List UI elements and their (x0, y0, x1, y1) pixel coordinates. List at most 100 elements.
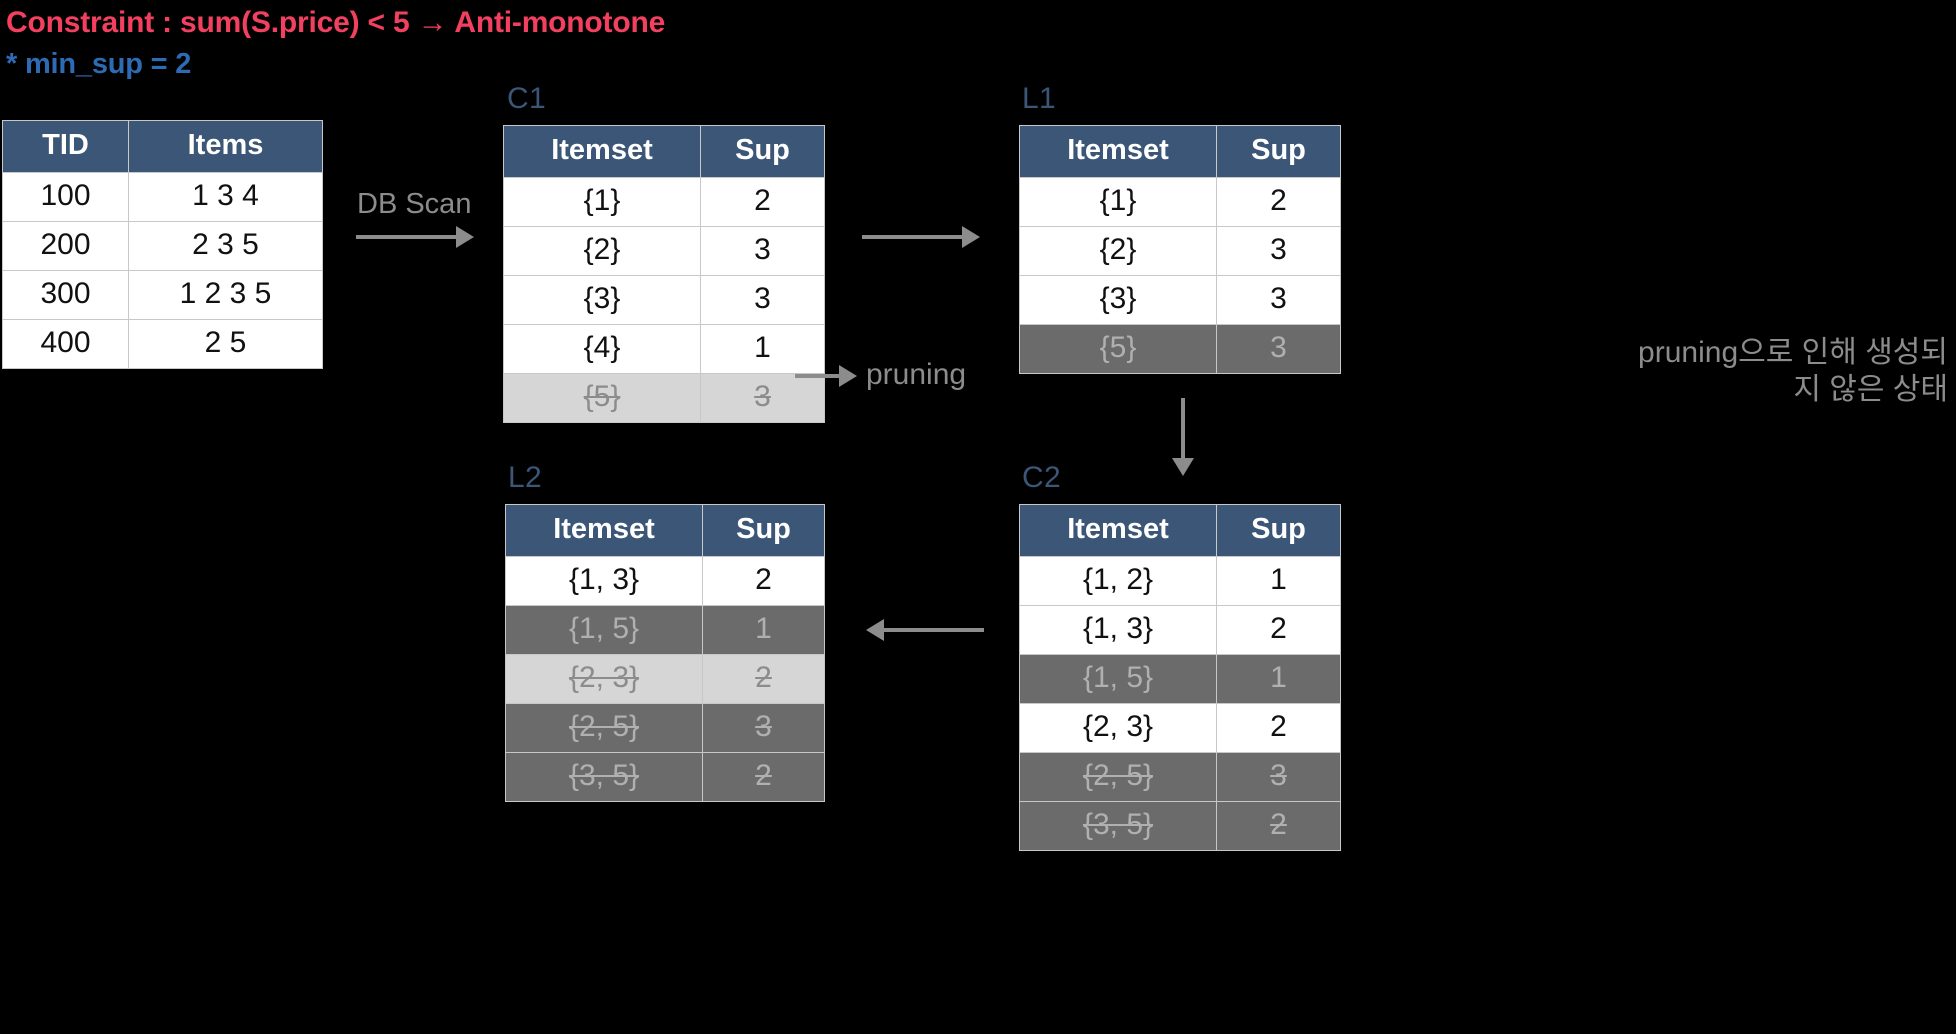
arrow-head (866, 619, 884, 641)
table-cell: 2 (1216, 703, 1341, 753)
constraint-note: Constraint : sum(S.price) < 5 → Anti-mon… (6, 6, 666, 39)
column-header-tid: TID (2, 120, 129, 173)
table-cell: {4} (503, 324, 701, 374)
table-cell: {2} (1019, 226, 1217, 276)
table-cell: {1} (1019, 177, 1217, 227)
table-cell: {2, 5} (505, 703, 703, 753)
table-cell: {1} (503, 177, 701, 227)
table-cell: 1 2 3 5 (128, 270, 323, 320)
table-cell: 2 (1216, 801, 1341, 851)
table-row: {1}2 (1019, 177, 1341, 227)
table-row: {3, 5}2 (505, 752, 825, 802)
table-cell: {5} (503, 373, 701, 423)
db-scan-arrow-icon (356, 222, 474, 252)
table-row: {2, 5}3 (1019, 752, 1341, 802)
table-row: {1, 3}2 (505, 556, 825, 606)
table-row: {2}3 (503, 226, 825, 276)
arrow-head (962, 226, 980, 248)
table-cell: {2, 3} (505, 654, 703, 704)
table-row: {3}3 (1019, 275, 1341, 325)
table-row: {3}3 (503, 275, 825, 325)
table-row: {2}3 (1019, 226, 1341, 276)
table-cell: 2 (702, 752, 825, 802)
table-cell: 2 (1216, 177, 1341, 227)
arrow-shaft (356, 235, 460, 239)
table-cell: 1 3 4 (128, 172, 323, 222)
table-row: {5}3 (1019, 324, 1341, 374)
l1-caption: L1 (1022, 82, 1056, 115)
c1-to-l1-arrow-icon (862, 222, 980, 252)
table-cell: 3 (700, 275, 825, 325)
table-cell: {1, 2} (1019, 556, 1217, 606)
table-cell: 3 (702, 703, 825, 753)
table-row: {1}2 (503, 177, 825, 227)
table-cell: 200 (2, 221, 129, 271)
column-header-sup: Sup (1216, 504, 1341, 557)
table-cell: 1 (1216, 556, 1341, 606)
arrow-head (839, 365, 857, 387)
table-cell: {1, 5} (505, 605, 703, 655)
table-cell: 2 (702, 556, 825, 606)
table-cell: 3 (700, 226, 825, 276)
c1-caption: C1 (507, 82, 546, 115)
table-cell: 3 (1216, 275, 1341, 325)
arrow-shaft (795, 374, 843, 378)
arrow-head (456, 226, 474, 248)
pruning-arrow-icon (795, 362, 857, 390)
table-row: {3, 5}2 (1019, 801, 1341, 851)
table-cell: 2 5 (128, 319, 323, 369)
column-header-itemset: Itemset (503, 125, 701, 178)
table-cell: 2 (1216, 605, 1341, 655)
table-cell: 3 (700, 373, 825, 423)
c2-to-l2-arrow-icon (866, 615, 984, 645)
arrow-shaft (880, 628, 984, 632)
arrow-shaft (1181, 398, 1185, 462)
table-cell: 100 (2, 172, 129, 222)
column-header-itemset: Itemset (1019, 504, 1217, 557)
table-cell: {3} (1019, 275, 1217, 325)
table-cell: 2 (700, 177, 825, 227)
table-row: {5}3 (503, 373, 825, 423)
table-cell: {3, 5} (505, 752, 703, 802)
table-cell: 2 3 5 (128, 221, 323, 271)
c2-caption: C2 (1022, 461, 1061, 494)
pruning-explanation-note: pruning으로 인해 생성되지 않은 상태 (1638, 336, 1948, 406)
pruning-label: pruning (866, 358, 967, 391)
l2-caption: L2 (508, 461, 542, 494)
table-cell: 3 (1216, 324, 1341, 374)
table-row: {1, 2}1 (1019, 556, 1341, 606)
table-row: {4}1 (503, 324, 825, 374)
table-cell: 1 (702, 605, 825, 655)
arrow-shaft (862, 235, 966, 239)
table-cell: {2, 5} (1019, 752, 1217, 802)
min-support-note: * min_sup = 2 (6, 48, 192, 80)
table-row: {1, 5}1 (1019, 654, 1341, 704)
db-scan-label: DB Scan (357, 188, 472, 220)
table-cell: {3} (503, 275, 701, 325)
table-cell: 3 (1216, 226, 1341, 276)
table-row: {1, 3}2 (1019, 605, 1341, 655)
table-row: {1, 5}1 (505, 605, 825, 655)
table-cell: {1, 3} (505, 556, 703, 606)
table-cell: 3 (1216, 752, 1341, 802)
l1-to-c2-arrow-icon (1168, 398, 1198, 476)
table-cell: {3, 5} (1019, 801, 1217, 851)
table-cell: 1 (1216, 654, 1341, 704)
column-header-items: Items (128, 120, 323, 173)
table-cell: {1, 5} (1019, 654, 1217, 704)
table-cell: 300 (2, 270, 129, 320)
table-cell: 400 (2, 319, 129, 369)
column-header-sup: Sup (1216, 125, 1341, 178)
table-cell: {2, 3} (1019, 703, 1217, 753)
table-cell: {1, 3} (1019, 605, 1217, 655)
